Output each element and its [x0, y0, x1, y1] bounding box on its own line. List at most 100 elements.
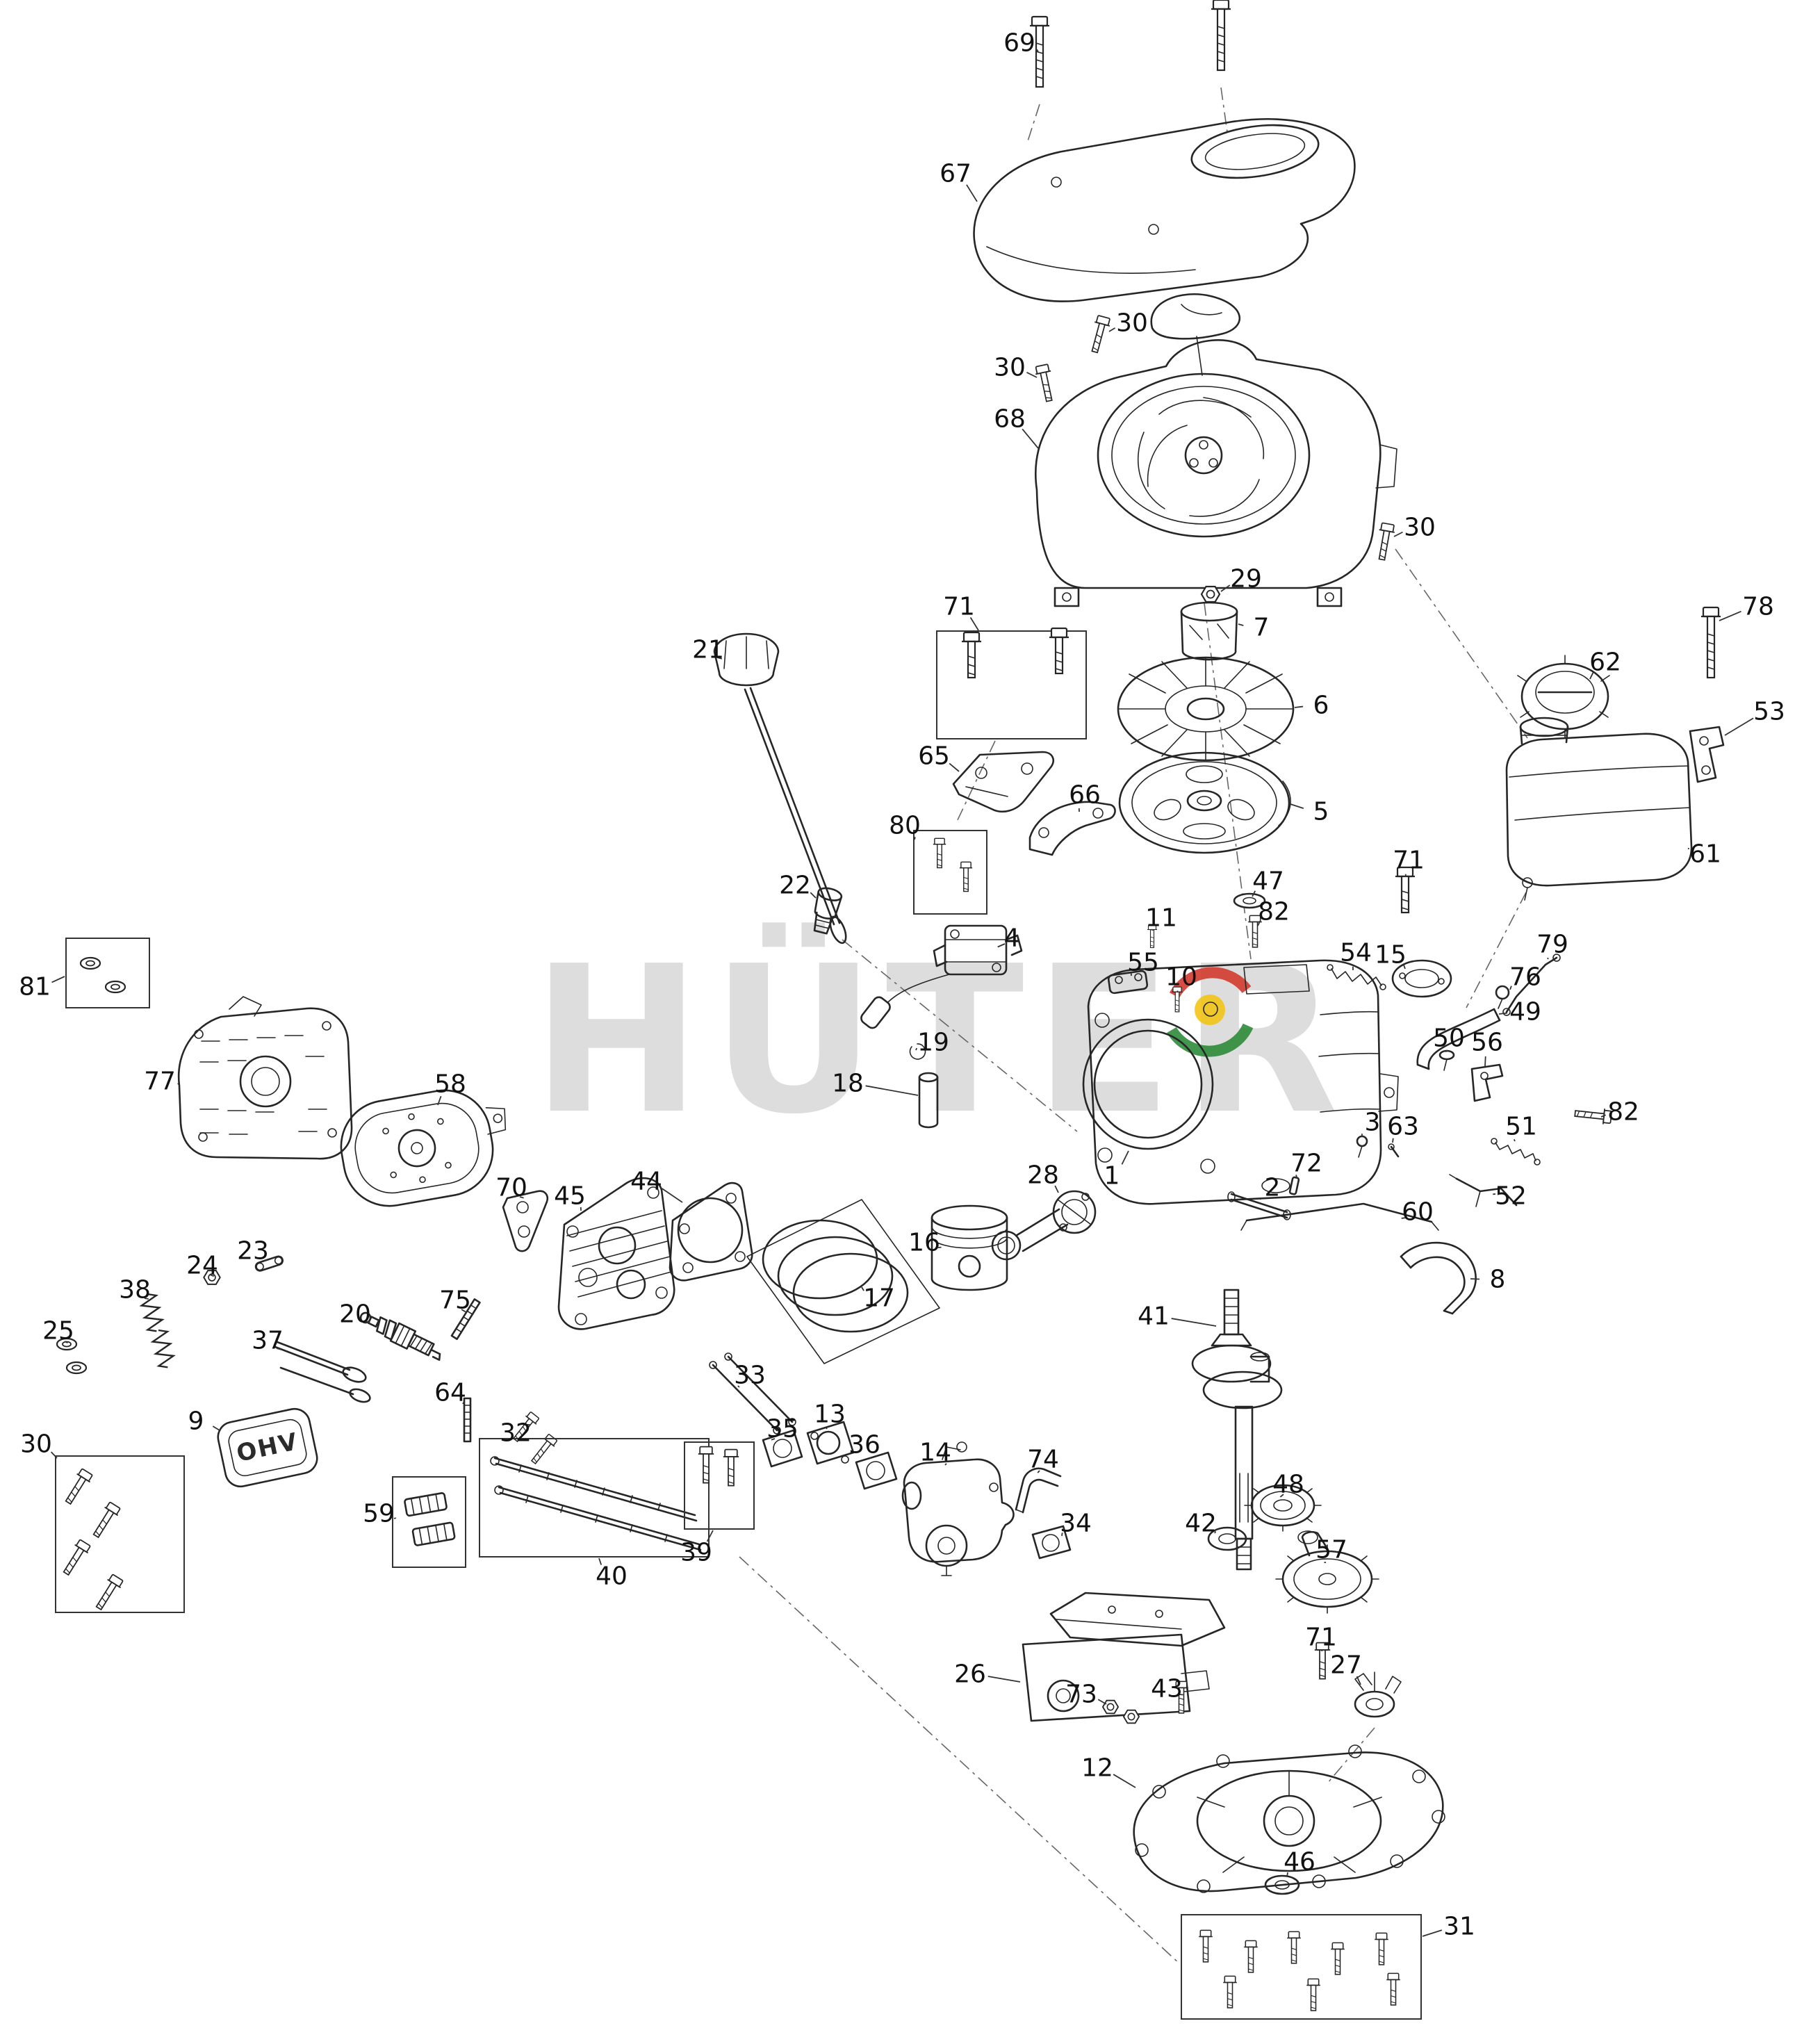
leader-line-50 [1445, 1049, 1448, 1053]
leader-line-64 [462, 1401, 465, 1405]
leader-line-81 [51, 976, 65, 983]
link-rod-79 [1502, 954, 1561, 1016]
leader-line-41 [1171, 1318, 1217, 1327]
push-rods-33 [709, 1352, 796, 1434]
leader-line-19 [915, 1047, 918, 1051]
leader-line-43 [1178, 1694, 1183, 1696]
screw-30c [1373, 521, 1397, 562]
bolt-39a [697, 1446, 715, 1484]
group-box-81 [65, 938, 150, 1008]
part-label-71: 71 [1393, 847, 1425, 875]
leader-line-35 [771, 1438, 776, 1441]
muffler [340, 1089, 507, 1207]
leader-line-68 [1022, 428, 1039, 449]
part-label-25: 25 [42, 1317, 74, 1346]
part-label-44: 44 [630, 1168, 662, 1196]
leader-line-49 [1498, 1012, 1508, 1015]
part-label-74: 74 [1027, 1446, 1059, 1474]
stud-64 [463, 1397, 472, 1443]
leader-line-53 [1724, 717, 1754, 736]
piston-rings [746, 1199, 940, 1364]
bolt-31e [1374, 1932, 1389, 1965]
leader-line-4 [997, 943, 1006, 948]
part-label-71: 71 [943, 593, 975, 621]
labels-layer: 6967303068302977862217153665665618047827… [19, 29, 1785, 1941]
part-label-52: 52 [1495, 1182, 1527, 1211]
piston [931, 1204, 1008, 1291]
washer-81b [104, 980, 126, 994]
throttle-rod-60 [1240, 1202, 1439, 1231]
carburetor [901, 1441, 1015, 1576]
part-label-82: 82 [1607, 1098, 1639, 1127]
part-label-4: 4 [1004, 924, 1020, 953]
leader-line-23 [263, 1259, 267, 1261]
stud-75 [450, 1298, 481, 1341]
leader-line-9 [212, 1425, 220, 1431]
cover-pad-15 [1391, 959, 1452, 998]
pin-63 [1388, 1143, 1400, 1158]
part-label-18: 18 [832, 1070, 864, 1098]
bolt-31b [1243, 1940, 1259, 1973]
bracket-66 [1028, 801, 1116, 856]
part-label-72: 72 [1290, 1150, 1322, 1178]
part-label-57: 57 [1315, 1536, 1347, 1564]
rocker-arm-23 [254, 1255, 284, 1272]
group-box-80 [913, 830, 987, 915]
bracket-65 [952, 751, 1054, 812]
part-label-35: 35 [766, 1415, 798, 1444]
part-label-53: 53 [1753, 698, 1785, 726]
leader-line-82 [1600, 1114, 1606, 1118]
bolt-31g [1306, 1978, 1321, 2011]
part-label-30: 30 [994, 354, 1026, 382]
oil-dipstick [713, 632, 847, 945]
leader-line-36 [869, 1457, 872, 1459]
head-gasket [669, 1182, 753, 1282]
leader-line-67 [966, 184, 978, 202]
part-label-41: 41 [1138, 1302, 1170, 1331]
bolt-30-box-d [91, 1572, 126, 1613]
bolt-30-box-c [58, 1537, 93, 1578]
valve-spring-38b [149, 1327, 177, 1371]
bolt-30-box-b [88, 1500, 123, 1541]
leader-line-48 [1279, 1494, 1284, 1498]
leader-line-10 [1177, 990, 1179, 993]
part-label-59: 59 [363, 1500, 395, 1528]
part-label-11: 11 [1145, 904, 1177, 933]
part-label-28: 28 [1027, 1161, 1059, 1190]
linkage-52 [1449, 1174, 1518, 1207]
leader-line-14 [944, 1463, 947, 1466]
leader-line-30 [1026, 371, 1038, 378]
leader-line-78 [1719, 610, 1741, 621]
leader-line-34 [1061, 1532, 1063, 1537]
group-box-71 [936, 630, 1087, 739]
part-label-30: 30 [1116, 309, 1148, 338]
piston-pin-18 [918, 1072, 939, 1129]
part-label-76: 76 [1509, 963, 1541, 992]
leader-line-30 [50, 1451, 58, 1459]
leader-line-29 [1220, 584, 1231, 592]
leader-line-37 [276, 1348, 282, 1350]
assembly-axis-lines [739, 87, 1528, 1965]
bolt-31f [1222, 1975, 1238, 2009]
bolt-69b [1210, 0, 1232, 72]
part-label-42: 42 [1185, 1510, 1217, 1538]
part-label-71: 71 [1305, 1624, 1337, 1652]
governor-shaft-2 [1227, 1191, 1291, 1220]
exhaust-gasket-70 [502, 1190, 549, 1252]
part-label-65: 65 [918, 742, 950, 771]
screw-3 [1356, 1135, 1368, 1158]
group-box-59 [392, 1476, 466, 1568]
leader-line-70 [519, 1196, 524, 1199]
starter-cup [1180, 601, 1238, 661]
timing-gear-48 [1244, 1479, 1322, 1532]
group-box-31 [1181, 1914, 1422, 2020]
valves-37 [274, 1341, 371, 1403]
part-label-67: 67 [940, 160, 972, 188]
leader-line-38 [144, 1298, 149, 1300]
leader-line-65 [949, 762, 960, 772]
leader-line-30 [1393, 531, 1403, 537]
leader-line-58 [437, 1095, 442, 1106]
bolt-80b [959, 861, 973, 892]
